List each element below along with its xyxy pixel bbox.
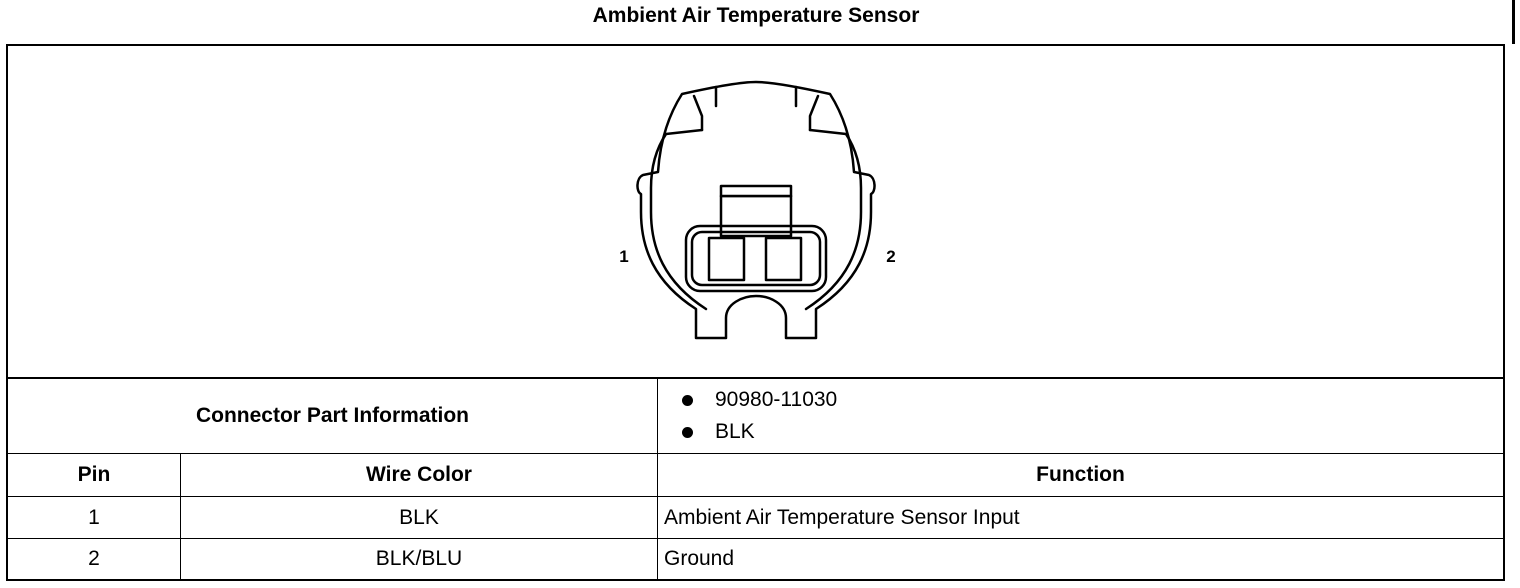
bullet-icon xyxy=(682,394,693,406)
header-pin: Pin xyxy=(77,463,111,486)
connector-key-tab xyxy=(719,184,793,238)
pin-label-left: 1 xyxy=(619,247,628,266)
part-info-item: BLK xyxy=(682,416,755,448)
bullet-icon xyxy=(682,426,693,438)
pin-function: Ground xyxy=(657,539,1503,579)
connector-latch xyxy=(692,94,820,132)
table-row: 1 BLK Ambient Air Temperature Sensor Inp… xyxy=(8,497,1503,539)
part-info-label: Connector Part Information xyxy=(195,404,469,427)
connector-cavity-frame xyxy=(684,224,828,293)
pin-function: Ambient Air Temperature Sensor Input xyxy=(657,497,1503,538)
part-info-item: 90980-11030 xyxy=(682,384,837,416)
wire-color: BLK xyxy=(180,497,657,538)
connector-color: BLK xyxy=(715,420,755,443)
part-info-row: Connector Part Information 90980-11030 B… xyxy=(8,379,1503,454)
page-right-border xyxy=(1512,0,1515,44)
wire-color: BLK/BLU xyxy=(180,539,657,579)
page-title: Ambient Air Temperature Sensor xyxy=(592,4,920,27)
connector-outer-housing xyxy=(636,80,876,340)
pin-cavity-1 xyxy=(707,236,746,282)
part-number: 90980-11030 xyxy=(715,388,838,411)
connector-face-diagram: 1 2 xyxy=(619,80,896,340)
pin-number: 2 xyxy=(88,547,100,570)
pin-cavity-2 xyxy=(764,236,803,282)
table-header-row: Pin Wire Color Function xyxy=(8,454,1503,497)
header-function: Function xyxy=(657,454,1503,496)
connector-diagram-area: 1 2 xyxy=(8,46,1503,379)
connector-inner-outline xyxy=(649,128,863,311)
header-wire-color: Wire Color xyxy=(180,454,657,496)
pin-label-right: 2 xyxy=(886,247,895,266)
pin-number: 1 xyxy=(88,505,100,529)
part-info-list: 90980-11030 BLK xyxy=(657,379,1503,453)
connector-cavity-frame-inner xyxy=(690,230,822,287)
connector-table-frame: 1 2 Connector Part Information 90980-110… xyxy=(6,44,1505,581)
table-row: 2 BLK/BLU Ground xyxy=(8,539,1503,579)
